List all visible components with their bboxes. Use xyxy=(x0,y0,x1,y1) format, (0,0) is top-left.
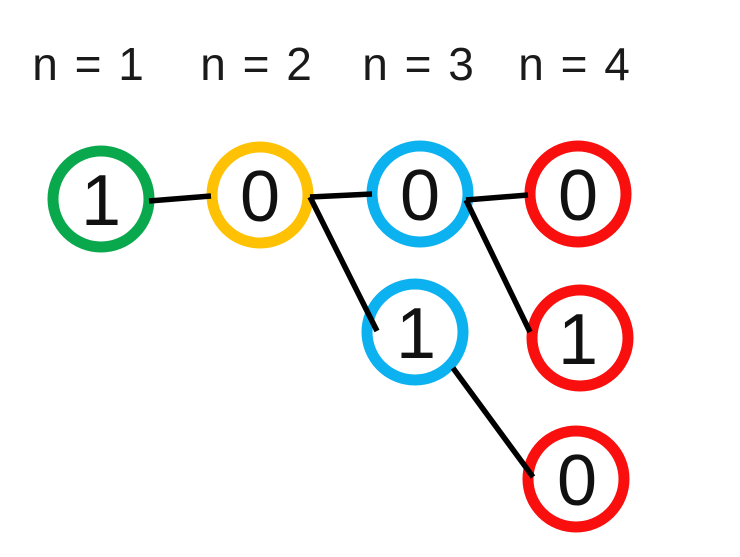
node-circle-c2-0 xyxy=(206,141,314,249)
column-header-n3: n = 3 xyxy=(362,38,476,90)
edge-c3-0-to-c4-0-top xyxy=(465,192,529,203)
node-value-c4-0-bottom: 0 xyxy=(557,441,597,521)
edge-c1-1-to-c2-0 xyxy=(148,193,212,204)
node-value-c4-0-top: 0 xyxy=(558,156,598,236)
node-circle-c4-0-bottom xyxy=(522,425,630,533)
edge-c2-0-to-c3-0 xyxy=(309,191,373,200)
node-circle-c3-1 xyxy=(361,278,469,386)
node-value-c3-0: 0 xyxy=(400,156,440,236)
node-circle-c4-0-top xyxy=(524,140,632,248)
node-circle-c4-1 xyxy=(526,284,634,392)
edge-c3-1-to-c4-0-bottom xyxy=(450,366,536,479)
edge-c2-0-to-c3-1 xyxy=(307,195,380,333)
edge-c3-0-to-c4-1 xyxy=(463,198,533,334)
node-value-c2-0: 0 xyxy=(240,157,280,237)
node-value-c4-1: 1 xyxy=(558,300,598,380)
node-value-c3-1: 1 xyxy=(396,294,436,374)
node-value-c1-1: 1 xyxy=(81,161,121,241)
column-header-n1: n = 1 xyxy=(32,38,146,90)
column-header-n4: n = 4 xyxy=(518,38,632,90)
column-header-n2: n = 2 xyxy=(200,38,314,90)
